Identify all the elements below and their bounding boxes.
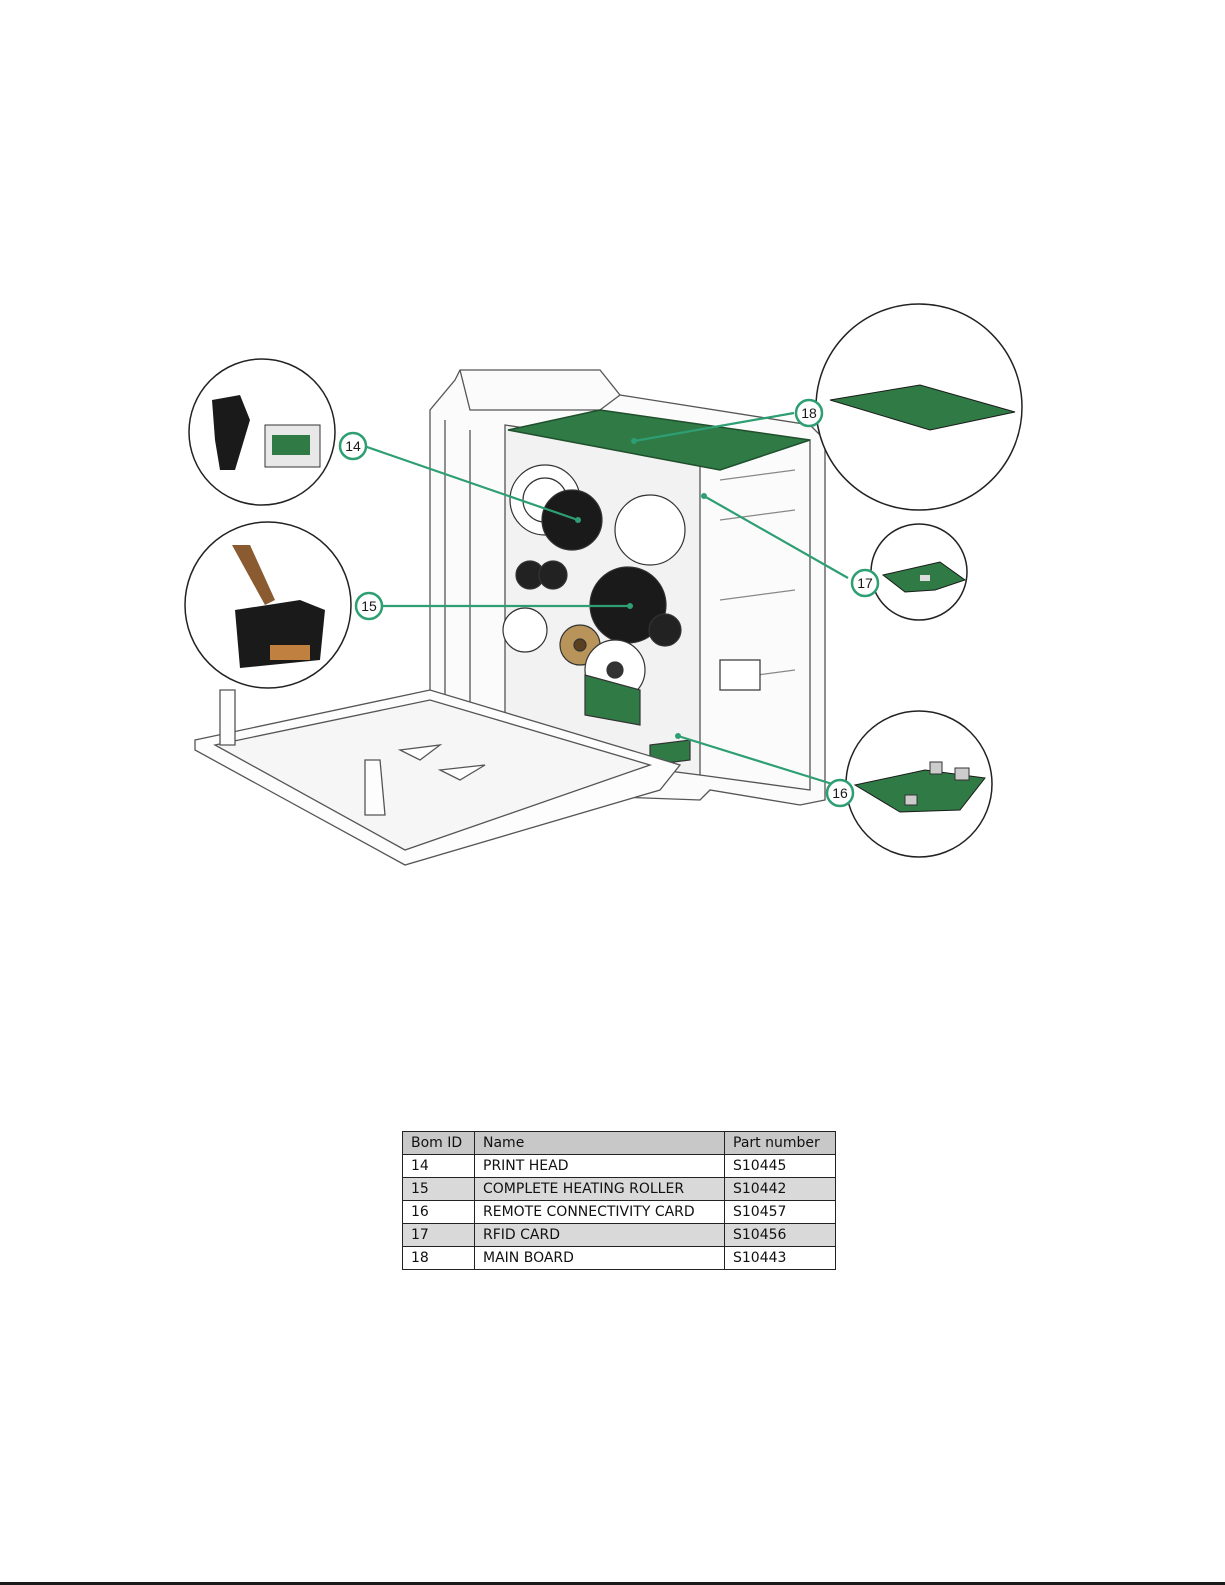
callout-17: 17 bbox=[852, 570, 878, 596]
cell-name: PRINT HEAD bbox=[475, 1155, 725, 1178]
table-row: 15 COMPLETE HEATING ROLLER S10442 bbox=[403, 1178, 836, 1201]
cell-name: REMOTE CONNECTIVITY CARD bbox=[475, 1201, 725, 1224]
table-row: 18 MAIN BOARD S10443 bbox=[403, 1247, 836, 1270]
printer-illustration: 14 15 16 17 18 bbox=[0, 0, 1225, 900]
callout-18: 18 bbox=[796, 400, 822, 426]
callout-17-label: 17 bbox=[857, 575, 873, 591]
detail-connectivity-card bbox=[846, 711, 992, 857]
table-header-row: Bom ID Name Part number bbox=[403, 1132, 836, 1155]
cell-part-number: S10445 bbox=[725, 1155, 836, 1178]
header-name: Name bbox=[475, 1132, 725, 1155]
cell-bom-id: 14 bbox=[403, 1155, 475, 1178]
bom-table: Bom ID Name Part number 14 PRINT HEAD S1… bbox=[402, 1131, 836, 1270]
callout-15-label: 15 bbox=[361, 598, 377, 614]
cell-part-number: S10457 bbox=[725, 1201, 836, 1224]
table-row: 17 RFID CARD S10456 bbox=[403, 1224, 836, 1247]
header-bom-id: Bom ID bbox=[403, 1132, 475, 1155]
cell-bom-id: 16 bbox=[403, 1201, 475, 1224]
cell-part-number: S10456 bbox=[725, 1224, 836, 1247]
detail-rfid-card bbox=[871, 524, 967, 620]
exploded-view-figure: 14 15 16 17 18 bbox=[0, 0, 1225, 900]
cell-bom-id: 18 bbox=[403, 1247, 475, 1270]
cell-bom-id: 15 bbox=[403, 1178, 475, 1201]
header-part-number: Part number bbox=[725, 1132, 836, 1155]
cell-part-number: S10443 bbox=[725, 1247, 836, 1270]
callout-14: 14 bbox=[340, 433, 366, 459]
callout-14-label: 14 bbox=[345, 438, 361, 454]
detail-print-head bbox=[189, 359, 335, 505]
cell-name: COMPLETE HEATING ROLLER bbox=[475, 1178, 725, 1201]
table-row: 14 PRINT HEAD S10445 bbox=[403, 1155, 836, 1178]
callout-18-label: 18 bbox=[801, 405, 817, 421]
cell-name: RFID CARD bbox=[475, 1224, 725, 1247]
callout-15: 15 bbox=[356, 593, 382, 619]
callout-16-label: 16 bbox=[832, 785, 848, 801]
cell-part-number: S10442 bbox=[725, 1178, 836, 1201]
cell-bom-id: 17 bbox=[403, 1224, 475, 1247]
detail-heating-roller bbox=[185, 522, 351, 688]
callout-16: 16 bbox=[827, 780, 853, 806]
table-row: 16 REMOTE CONNECTIVITY CARD S10457 bbox=[403, 1201, 836, 1224]
detail-main-board bbox=[816, 304, 1022, 510]
cell-name: MAIN BOARD bbox=[475, 1247, 725, 1270]
